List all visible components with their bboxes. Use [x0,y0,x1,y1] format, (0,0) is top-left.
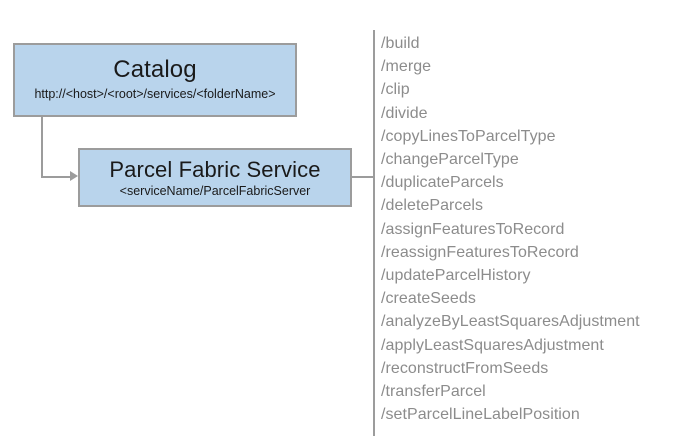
connector-catalog-horizontal [41,176,71,178]
operation-item[interactable]: /createSeeds [381,290,476,308]
connector-catalog-vertical [41,117,43,178]
operations-list: /build/merge/clip/divide/copyLinesToParc… [381,32,681,426]
operation-item[interactable]: /updateParcelHistory [381,267,531,285]
arrowhead-icon [70,171,78,181]
connector-service-to-operations [352,176,375,178]
operation-item[interactable]: /assignFeaturesToRecord [381,220,565,238]
operation-item[interactable]: /deleteParcels [381,197,484,215]
operation-item[interactable]: /setParcelLineLabelPosition [381,406,580,424]
service-node-path: <serviceName/ParcelFabricServer [119,183,311,198]
operations-divider-line [373,30,375,436]
operation-item[interactable]: /divide [381,104,428,122]
service-node-title: Parcel Fabric Service [109,156,321,182]
catalog-node-url: http://<host>/<root>/services/<folderNam… [34,87,276,101]
operation-item[interactable]: /clip [381,81,410,99]
operation-item[interactable]: /changeParcelType [381,151,519,169]
operation-item[interactable]: /reassignFeaturesToRecord [381,243,579,261]
operation-item[interactable]: /analyzeByLeastSquaresAdjustment [381,313,640,331]
operation-item[interactable]: /merge [381,58,432,76]
operation-item[interactable]: /build [381,35,420,52]
operation-item[interactable]: /duplicateParcels [381,174,504,192]
operation-item[interactable]: /transferParcel [381,383,486,401]
operation-item[interactable]: /copyLinesToParcelType [381,127,556,145]
parcel-fabric-service-node[interactable]: Parcel Fabric Service <serviceName/Parce… [78,148,352,207]
catalog-node[interactable]: Catalog http://<host>/<root>/services/<f… [13,43,297,117]
operation-item[interactable]: /applyLeastSquaresAdjustment [381,336,604,354]
operation-item[interactable]: /reconstructFromSeeds [381,359,549,377]
catalog-node-title: Catalog [113,56,197,83]
